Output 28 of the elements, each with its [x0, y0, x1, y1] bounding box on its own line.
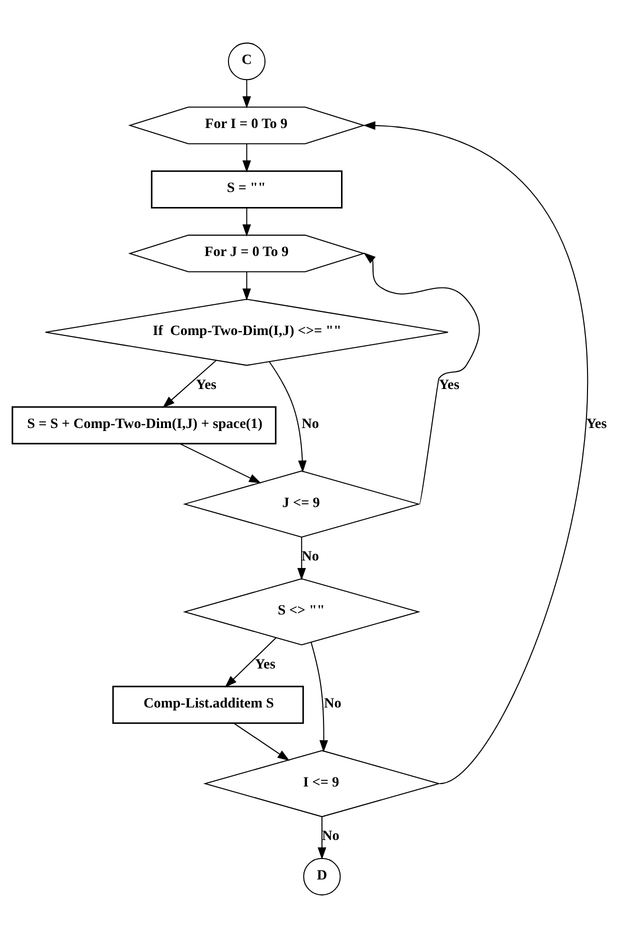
node-circle: C: [228, 42, 266, 80]
arrow: [234, 722, 290, 761]
node-box: Comp-List.additem S: [112, 686, 304, 724]
edge-label: No: [302, 416, 320, 432]
edge-label: Yes: [254, 656, 276, 672]
arrow: [242, 208, 251, 237]
arrow: [242, 144, 251, 173]
arrow: [242, 272, 251, 301]
edge-label: No: [302, 548, 320, 565]
arrow: [242, 80, 251, 108]
edge-label: Yes: [586, 416, 607, 432]
node-box: S = "": [150, 170, 343, 208]
edge-label: No: [324, 696, 342, 712]
arrow: [180, 443, 262, 484]
node-diamond: If Comp-Two-Dim(I,J) <>= "": [44, 298, 449, 366]
arrow: [268, 361, 307, 473]
arrow: [224, 637, 276, 688]
node-diamond: J <= 9: [182, 470, 420, 538]
arrow: [363, 252, 480, 504]
edge-label: Yes: [196, 376, 216, 393]
arrow: [297, 537, 306, 580]
node-diamond: S <> "": [182, 578, 420, 646]
arrow: [318, 816, 326, 860]
edge-label: Yes: [438, 376, 460, 393]
arrow: [162, 360, 217, 408]
node-box: S = S + Comp-Two-Dim(I,J) + space(1): [12, 406, 276, 444]
arrow: [310, 642, 328, 752]
node-circle: D: [303, 858, 341, 896]
